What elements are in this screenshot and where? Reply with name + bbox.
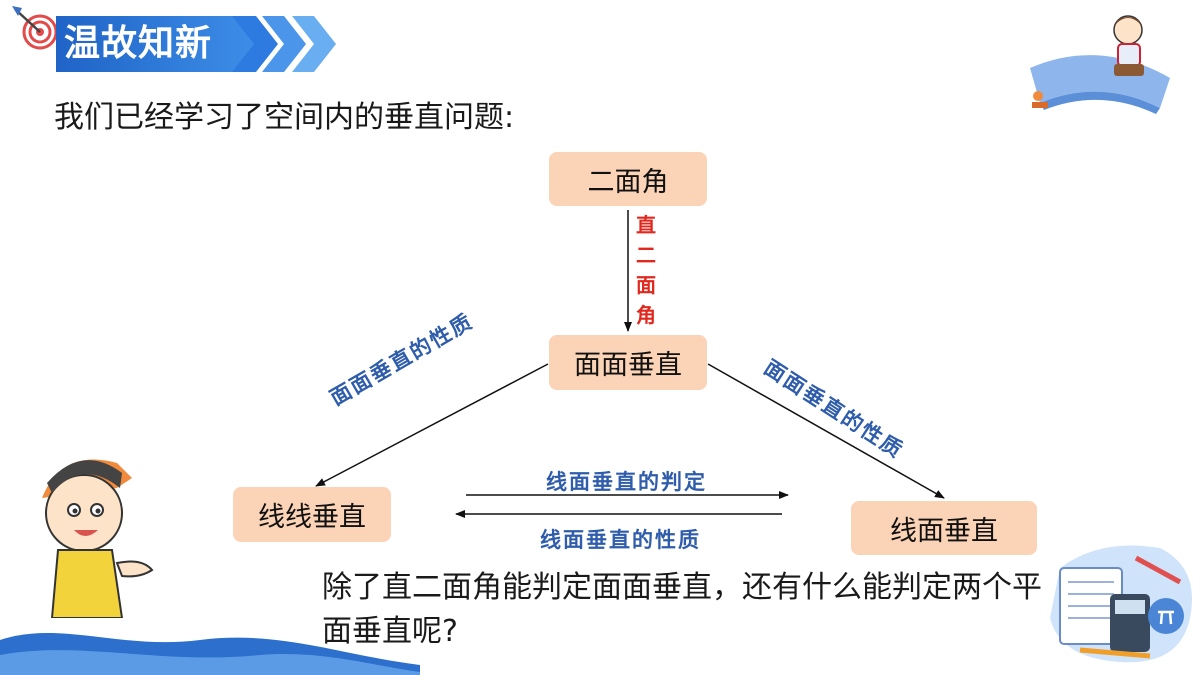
math-supplies-icon [1050, 545, 1192, 663]
node-line-plane-perpendicular: 线面垂直 [851, 501, 1037, 555]
label-char: 直 [636, 213, 656, 237]
label-char: 二 [636, 243, 656, 267]
arrow-middle-to-right [707, 363, 945, 499]
boy-cartoon-icon [42, 459, 154, 618]
label-right-dihedral-angle: 直 二 面 角 [634, 210, 658, 330]
question-text: 除了直二面角能判定面面垂直，还有什么能判定两个平面垂直呢? [322, 570, 1042, 649]
wave-decoration [0, 632, 420, 675]
label-right-to-left: 线面垂直的性质 [540, 527, 701, 552]
node-dihedral-angle: 二面角 [549, 152, 707, 206]
reading-child-on-book-icon [1030, 15, 1170, 114]
arrow-middle-to-left [315, 363, 549, 487]
chevron-right-icon [232, 16, 336, 72]
page-title: 温故知新 [64, 23, 213, 64]
dart-target-icon [12, 6, 56, 50]
intro-text: 我们已经学习了空间内的垂直问题: [54, 100, 515, 135]
header-banner [56, 16, 256, 72]
label-char: 面 [636, 273, 656, 297]
node-line-line-perpendicular: 线线垂直 [233, 487, 391, 542]
node-plane-plane-perpendicular: 面面垂直 [549, 335, 707, 390]
label-left-to-right: 线面垂直的判定 [546, 469, 707, 494]
label-char: 角 [636, 303, 656, 327]
